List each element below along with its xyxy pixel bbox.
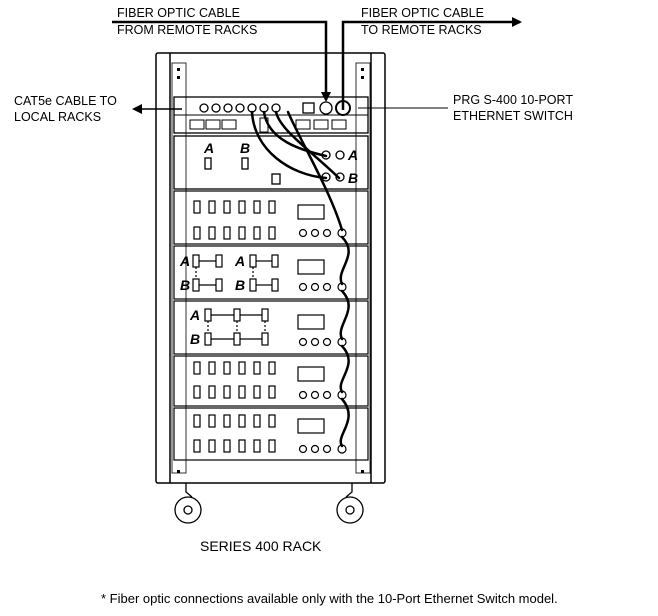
module3-letter-a2: A [234, 253, 245, 269]
fiber-to-label-line2: TO REMOTE RACKS [361, 23, 482, 37]
footnote: * Fiber optic connections available only… [101, 591, 558, 606]
module1-port-b: B [348, 170, 358, 186]
switch-label-line1: PRG S-400 10-PORT [453, 93, 573, 107]
cat5e-patch-cables [250, 110, 350, 448]
module-3 [173, 245, 369, 300]
fiber-from-label-line1: FIBER OPTIC CABLE [117, 6, 240, 20]
rack-casters [174, 483, 364, 524]
fiber-to-cable [341, 17, 522, 110]
cat5e-label-line2: LOCAL RACKS [14, 110, 101, 124]
module4-letter-a: A [189, 307, 200, 323]
module4-letter-b: B [190, 331, 200, 347]
fiber-from-label-line2: FROM REMOTE RACKS [117, 23, 257, 37]
module3-letter-b1: B [180, 277, 190, 293]
module-4 [173, 300, 369, 355]
rack-rail-holes [177, 68, 364, 473]
fiber-to-label-line1: FIBER OPTIC CABLE [361, 6, 484, 20]
module3-letter-a1: A [179, 253, 190, 269]
rack-frame [155, 52, 386, 484]
cat5e-label-line1: CAT5e CABLE TO [14, 94, 117, 108]
switch-label-line2: ETHERNET SWITCH [453, 109, 573, 123]
fiber-from-cable [112, 20, 331, 102]
module3-letter-b2: B [235, 277, 245, 293]
rack-caption: SERIES 400 RACK [200, 538, 322, 554]
module-5 [173, 355, 369, 407]
module1-port-a: A [347, 147, 358, 163]
module1-letter-b: B [240, 140, 250, 156]
module-6 [173, 407, 369, 461]
ethernet-switch [173, 96, 369, 134]
module1-letter-a: A [203, 140, 214, 156]
